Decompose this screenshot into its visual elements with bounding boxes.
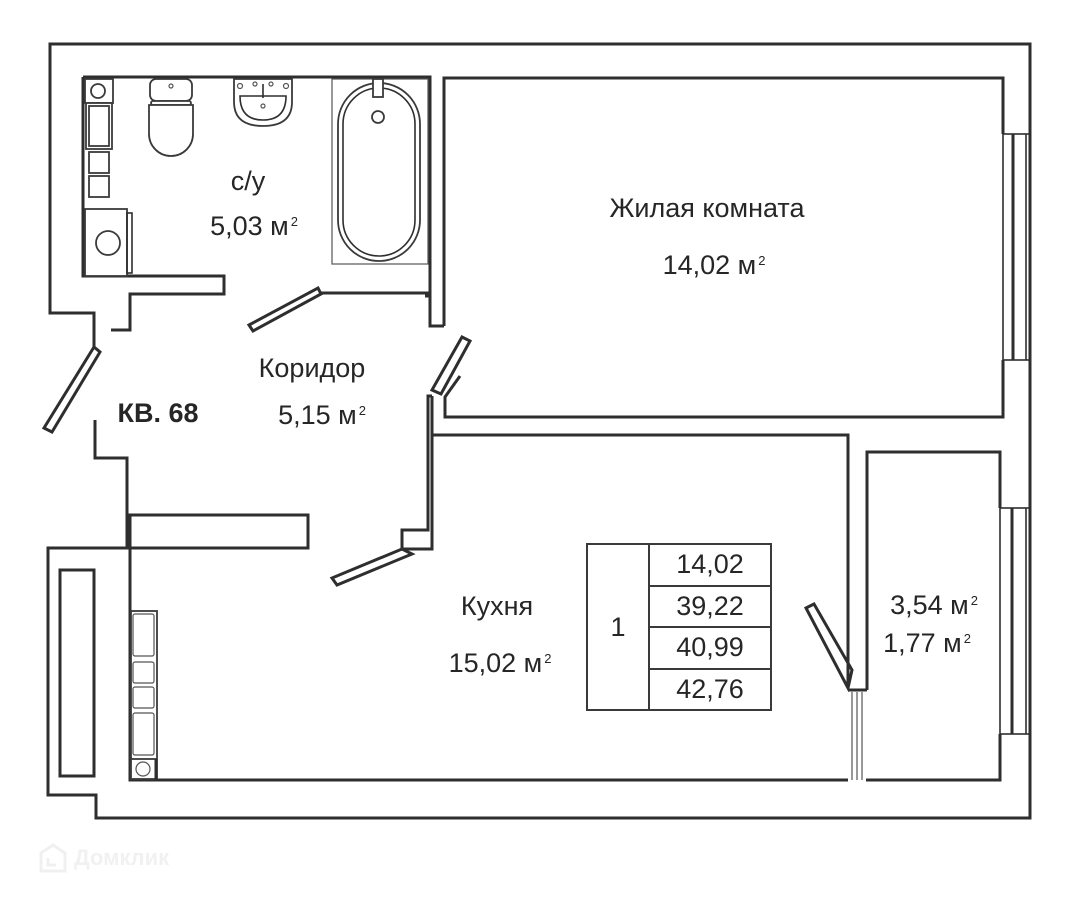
living-room-walls [425, 76, 1005, 419]
bathroom-area-unit: 2 [290, 214, 298, 229]
riser-icon [84, 78, 114, 104]
balcony-area-reduced-value: 1,77 м [883, 628, 962, 658]
bathroom-shelves [85, 102, 113, 198]
balcony-window [999, 507, 1031, 735]
room-count: 1 [588, 545, 650, 709]
area-summary-table: 1 14,02 39,22 40,99 42,76 [586, 543, 772, 711]
balcony-walls [803, 450, 1002, 782]
kitchen-counter-icon [130, 610, 158, 780]
bathroom-door[interactable] [246, 285, 430, 333]
corridor-name: Коридор [258, 353, 366, 383]
kitchen-name: Кухня [460, 591, 534, 621]
kitchen-walls [58, 550, 848, 782]
bathroom-area-value: 5,03 м [210, 211, 289, 241]
kitchen-door[interactable] [329, 547, 416, 587]
domclick-logo-icon [39, 843, 67, 873]
living-area-value: 14,02 [650, 545, 770, 587]
area-without-balcony-value: 39,22 [650, 587, 770, 628]
balcony-area-reduced-unit: 2 [963, 631, 971, 646]
balcony-area-full-unit: 2 [970, 593, 978, 608]
toilet-icon [148, 78, 194, 157]
living-room-window [1002, 133, 1031, 361]
balcony-area-full-value: 3,54 м [890, 590, 969, 620]
kitchen-area-unit: 2 [544, 651, 552, 666]
corridor-area-value: 5,15 м [278, 400, 357, 430]
sink-icon [233, 78, 293, 127]
living-room-name: Жилая комната [609, 193, 805, 223]
bathtub-icon [331, 78, 429, 265]
watermark-text: Домклик [74, 845, 170, 870]
bathroom-name: с/у [230, 166, 266, 196]
washing-machine-icon [84, 208, 133, 277]
watermark: Домклик [38, 842, 169, 874]
entrance-door[interactable] [41, 344, 102, 434]
total-area-value: 42,76 [676, 673, 744, 704]
area-with-reduced-balcony-value: 40,99 [650, 628, 770, 670]
apartment-number: КВ. 68 [117, 398, 199, 428]
outer-wall [46, 42, 1032, 820]
living-room-area-value: 14,02 м [662, 250, 757, 280]
corridor-area-unit: 2 [358, 403, 366, 418]
living-room-area-unit: 2 [758, 253, 766, 268]
corridor-kitchen-walls [95, 394, 850, 688]
living-room-door[interactable] [429, 335, 473, 396]
balcony-door-glazing [851, 692, 863, 780]
area-values: 14,02 39,22 40,99 42,76 [650, 545, 770, 709]
kitchen-area-value: 15,02 м [448, 648, 543, 678]
